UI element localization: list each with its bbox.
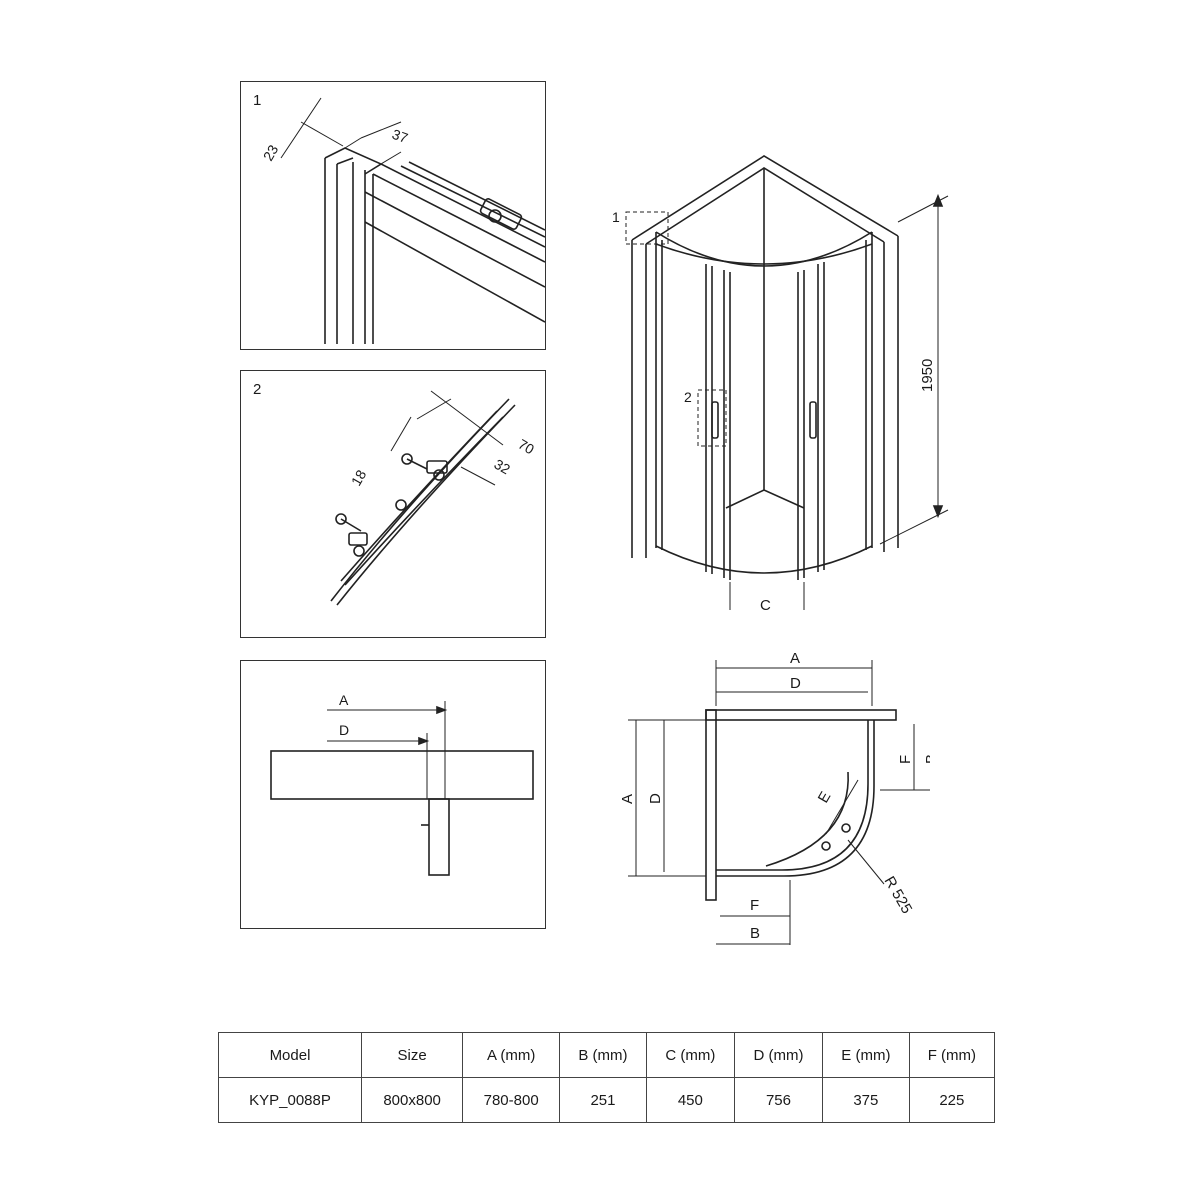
detail-1-dim-37: 37 [390,126,410,146]
table-cell: 251 [559,1077,647,1123]
detail-2-dim-18: 18 [348,467,370,489]
table-cell: 375 [822,1077,910,1123]
detail-2-dim-70: 70 [516,436,538,458]
plan-label-d-top: D [790,675,801,692]
detail-number-1: 1 [253,92,262,109]
table-header-cell: D (mm) [733,1032,824,1078]
plan-label-d-left: D [647,793,664,804]
label-c: C [760,597,771,610]
table-header-cell: F (mm) [908,1032,996,1078]
plan-label-b-bottom: B [750,925,760,942]
detail-1-drawing: 23 37 [260,97,545,344]
table-header-cell: A (mm) [462,1032,561,1078]
plan-label-f-bottom: F [750,897,759,914]
table-cell: 756 [733,1077,824,1123]
table-header-cell: Model [218,1032,362,1078]
detail-3-drawing: A D [270,692,534,876]
table-cell: KYP_0088P [218,1077,362,1123]
spec-table: Model Size A (mm) B (mm) C (mm) D (mm) E… [218,1032,996,1123]
table-header-cell: B (mm) [559,1032,647,1078]
table-cell: 225 [908,1077,996,1123]
plan-label-b-right: B [923,754,930,764]
detail-1-dim-23: 23 [260,142,282,164]
enclosure-3d-view: 1950 1 2 C [612,155,949,610]
detail-2-dim-32: 32 [492,456,514,478]
label-height-1950: 1950 [919,359,936,392]
detail-3-label-d: D [339,722,349,738]
detail-number-2: 2 [253,381,262,398]
plan-label-e: E [815,789,835,806]
table-header-cell: C (mm) [645,1032,735,1078]
detail-panel-2: 2 18 32 70 [240,370,546,638]
table-cell: 800x800 [360,1077,464,1123]
table-header-cell: E (mm) [822,1032,910,1078]
table-cell: 780-800 [462,1077,561,1123]
table-cell: 450 [645,1077,735,1123]
detail-2-drawing: 18 32 70 [330,390,538,606]
detail-panel-1: 1 23 [240,81,546,350]
table-header-cell: Size [360,1032,464,1078]
table-header-row: Model Size A (mm) B (mm) C (mm) D (mm) E… [218,1032,996,1078]
callout-2: 2 [684,389,692,405]
plan-label-a-left: A [619,794,636,804]
enclosure-plan-view: A D A D F B E R 525 F B [619,650,930,945]
plan-label-a-top: A [790,650,800,667]
table-row: KYP_0088P 800x800 780-800 251 450 756 37… [218,1077,996,1123]
plan-label-f-right: F [897,755,914,764]
detail-panel-3: A D [240,660,546,929]
callout-1: 1 [612,209,620,225]
detail-3-label-a: A [339,692,349,708]
plan-label-r525: R 525 [881,874,916,917]
